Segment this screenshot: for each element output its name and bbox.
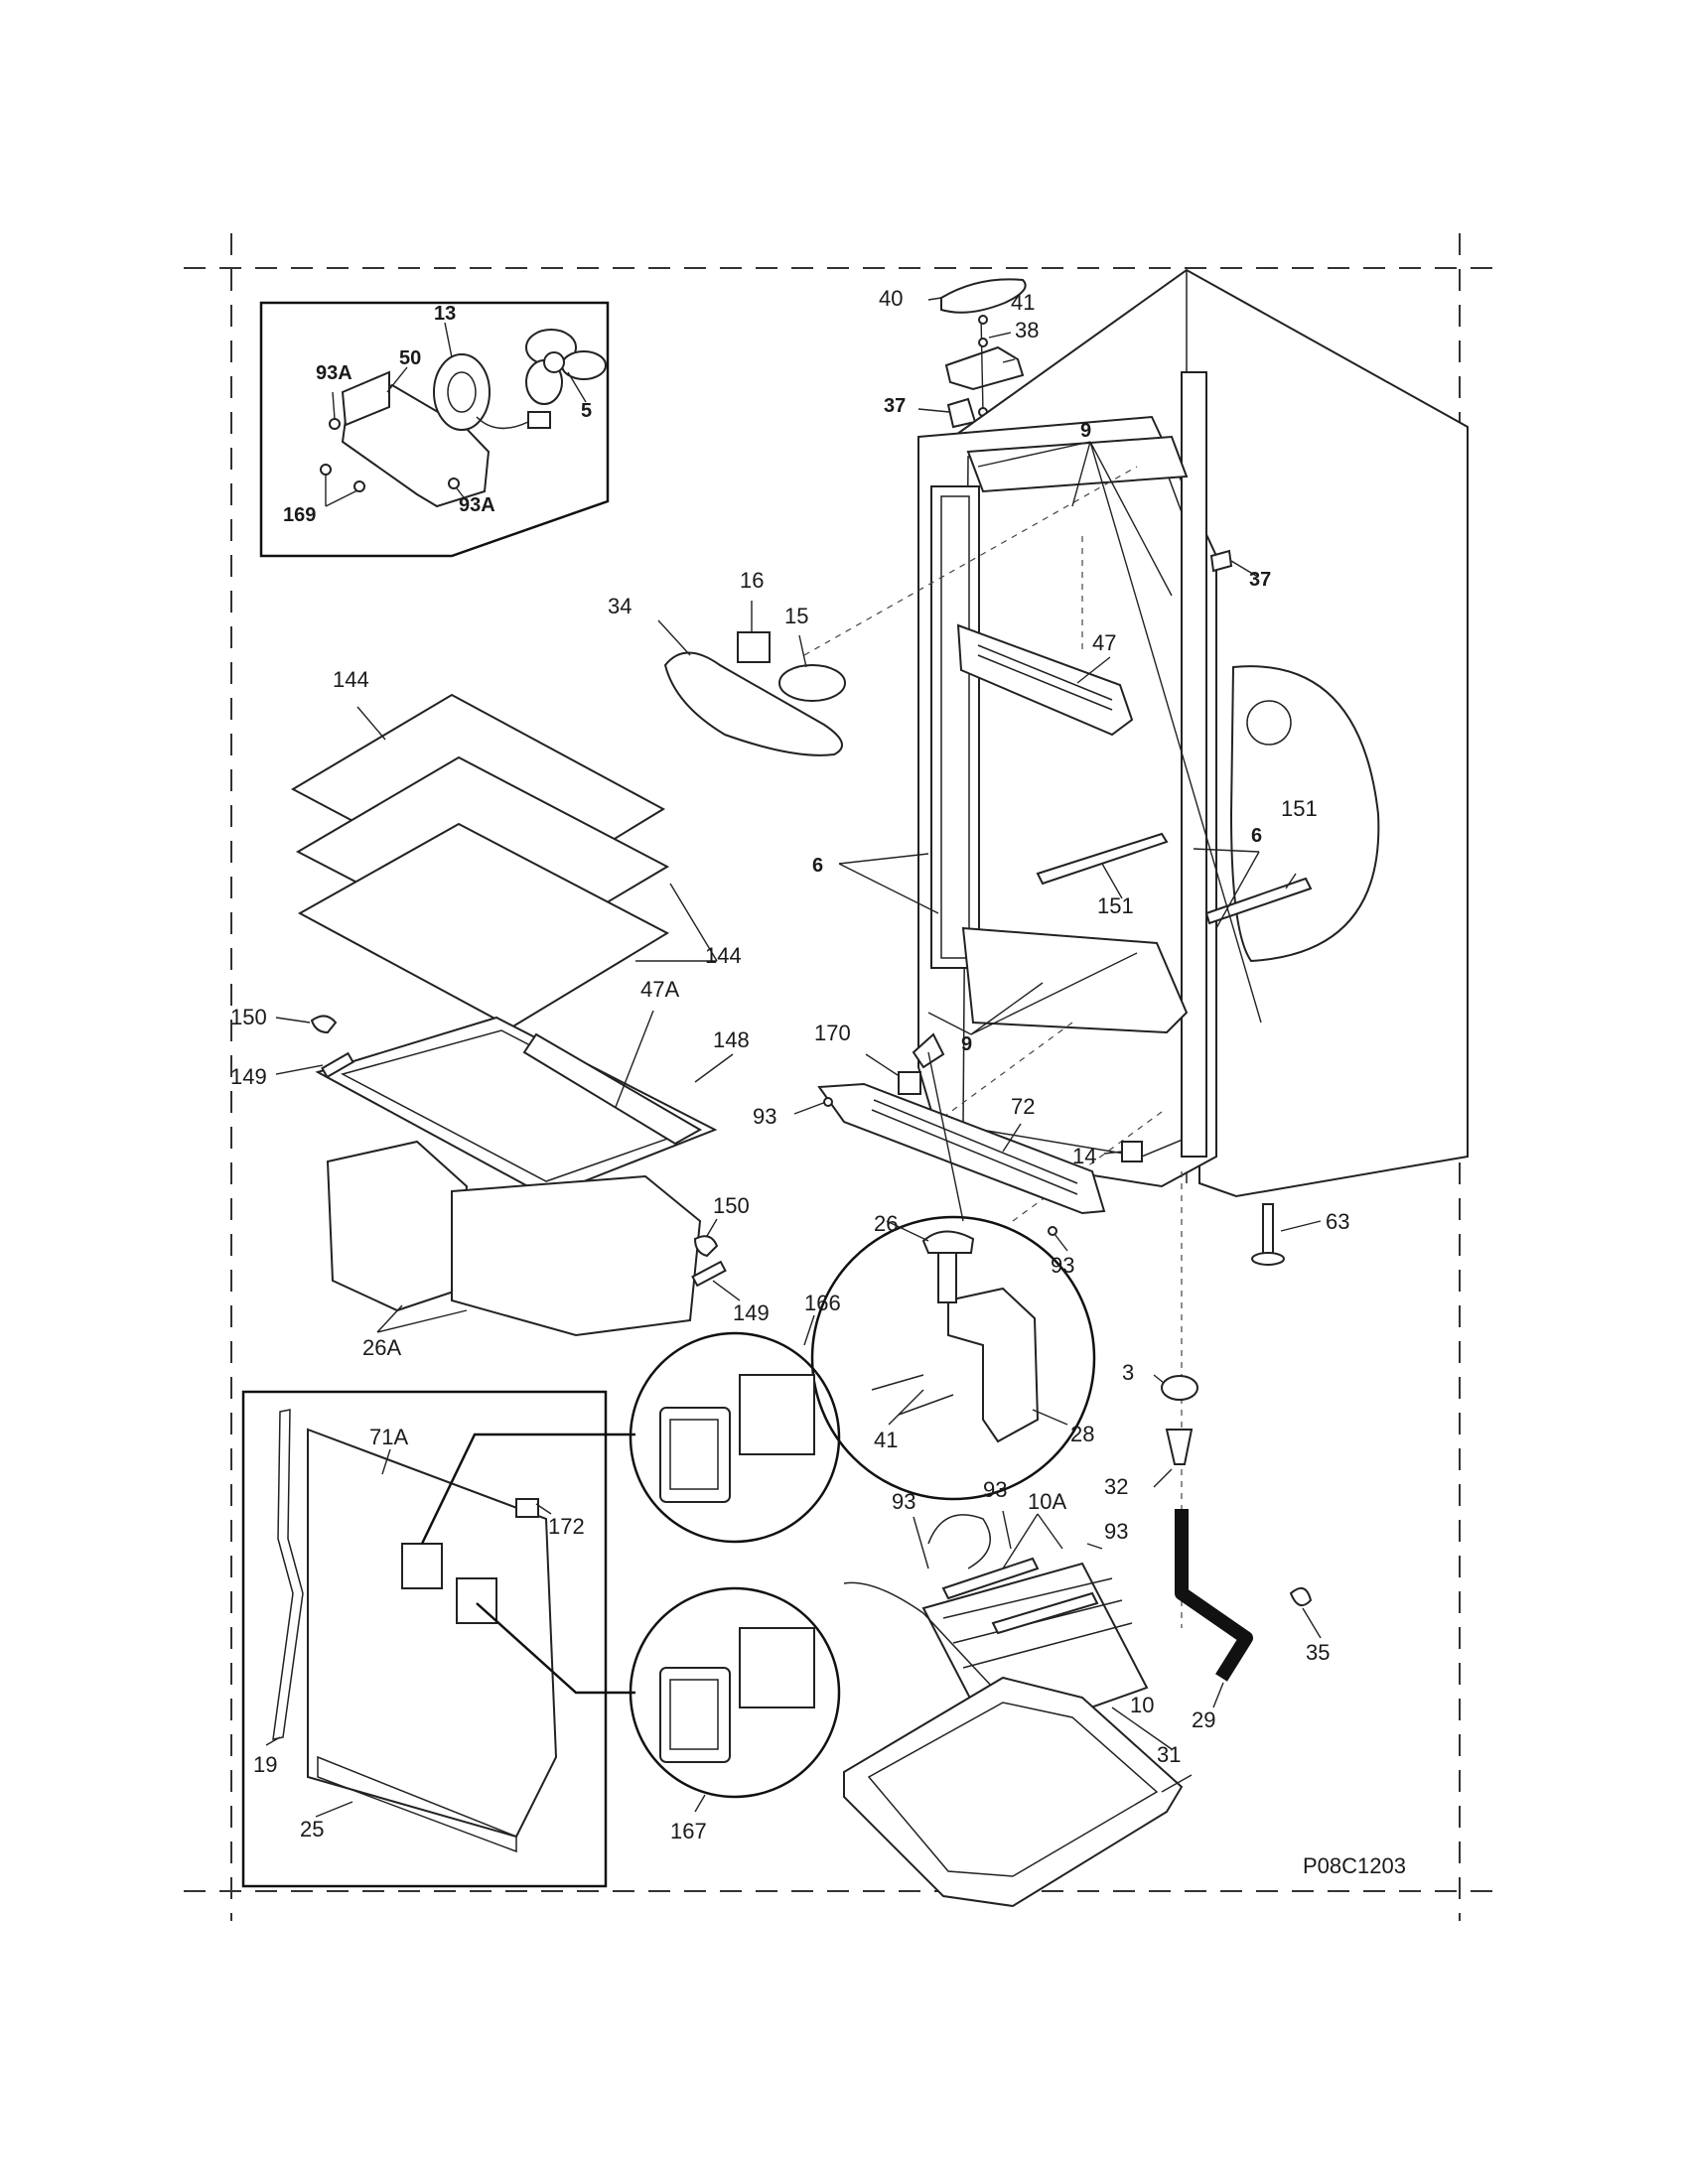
callout-148: 148 (713, 1027, 750, 1052)
callout-72: 72 (1011, 1094, 1035, 1119)
callout-151: 151 (1281, 796, 1318, 821)
callout-15: 15 (784, 604, 808, 628)
callout-50: 50 (399, 347, 421, 369)
callout-6: 6 (812, 855, 823, 877)
callout-31: 31 (1157, 1742, 1181, 1767)
callout-47: 47 (1092, 630, 1116, 655)
callouts: 13 93A 50 5 169 93A 40 41 38 37 9 37 34 … (230, 286, 1406, 1878)
callout-35: 35 (1306, 1640, 1330, 1665)
callout-144: 144 (333, 667, 369, 692)
callout-40: 40 (879, 286, 903, 311)
callout-166: 166 (804, 1291, 841, 1315)
callout-93a: 93A (459, 494, 495, 516)
callout-26a: 26A (362, 1335, 401, 1360)
callout-9: 9 (961, 1033, 972, 1055)
control-detail-167 (629, 1586, 841, 1813)
drawer-slides (275, 1015, 741, 1301)
callout-170: 170 (814, 1021, 851, 1045)
callout-144: 144 (705, 943, 742, 968)
callout-37: 37 (884, 395, 906, 417)
callout-71a: 71A (369, 1425, 408, 1449)
callout-9: 9 (1080, 420, 1091, 442)
cabinet-group (803, 268, 1469, 1628)
drawing-code: P08C1203 (1303, 1853, 1406, 1878)
callout-172: 172 (548, 1514, 585, 1539)
callout-93: 93 (1051, 1253, 1074, 1278)
callout-6: 6 (1251, 825, 1262, 847)
leg-parts (1153, 1203, 1322, 1488)
callout-150: 150 (230, 1005, 267, 1029)
callout-10a: 10A (1028, 1489, 1066, 1514)
callout-41: 41 (1011, 290, 1035, 315)
callout-34: 34 (608, 594, 632, 618)
callout-169: 169 (283, 504, 316, 526)
callout-19: 19 (253, 1752, 277, 1777)
callout-32: 32 (1104, 1474, 1128, 1499)
callout-25: 25 (300, 1817, 324, 1842)
callout-26: 26 (874, 1211, 898, 1236)
callout-29: 29 (1192, 1707, 1215, 1732)
callout-167: 167 (670, 1819, 707, 1843)
callout-93: 93 (892, 1489, 915, 1514)
callout-93a: 93A (316, 362, 352, 384)
control-panel-inset (241, 1390, 635, 1888)
callout-41: 41 (874, 1428, 898, 1452)
drain-hose (1175, 1509, 1322, 1708)
toe-grille (793, 1082, 1106, 1252)
callout-63: 63 (1326, 1209, 1349, 1234)
callout-38: 38 (1015, 318, 1039, 342)
crisper-drawers (326, 1140, 702, 1337)
callout-37: 37 (1249, 569, 1271, 591)
callout-47a: 47A (640, 977, 679, 1002)
hinge-detail (810, 1051, 1096, 1501)
callout-16: 16 (740, 568, 764, 593)
callout-93: 93 (983, 1477, 1007, 1502)
switches (865, 1032, 1143, 1162)
callout-28: 28 (1070, 1422, 1094, 1446)
control-detail-166 (629, 1314, 841, 1544)
callout-3: 3 (1122, 1360, 1134, 1385)
callout-13: 13 (434, 303, 456, 325)
defrost-assembly (843, 1510, 1193, 1908)
callout-150: 150 (713, 1193, 750, 1218)
callout-5: 5 (581, 400, 592, 422)
fan-motor-inset (259, 301, 610, 558)
callout-151: 151 (1097, 893, 1134, 918)
light-assembly (657, 601, 846, 756)
callout-93: 93 (753, 1104, 776, 1129)
callout-93: 93 (1104, 1519, 1128, 1544)
crisper-cover (315, 1010, 734, 1198)
callout-149: 149 (733, 1300, 770, 1325)
shelves-group (290, 693, 718, 1029)
callout-149: 149 (230, 1064, 267, 1089)
callout-10: 10 (1130, 1693, 1154, 1717)
callout-14: 14 (1072, 1144, 1096, 1168)
